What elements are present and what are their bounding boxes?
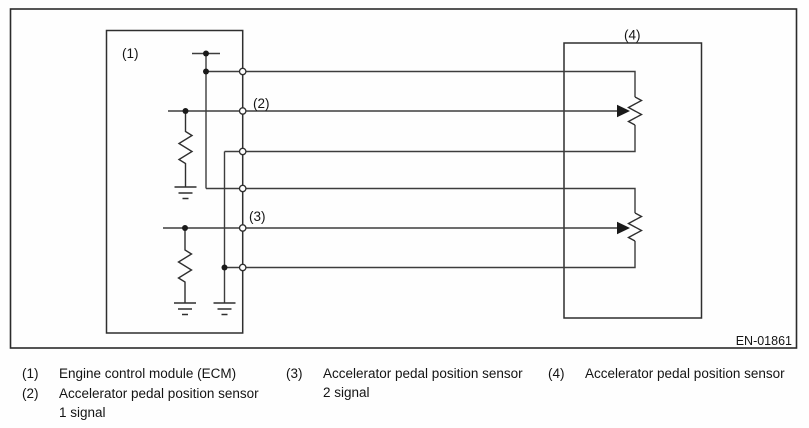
junction-dot xyxy=(182,225,188,231)
ecm-pin-6 xyxy=(238,263,247,272)
legend-item-1: (1) Engine control module (ECM) xyxy=(22,364,236,383)
ground-1-icon xyxy=(174,186,197,200)
circuit-diagram: (1) (2) (3) (4) EN-01861 xyxy=(9,8,798,349)
ecm-pin-1 xyxy=(238,67,247,76)
sensor-box xyxy=(563,42,703,319)
legend-line: Accelerator pedal position sensor xyxy=(323,366,523,381)
wire-return-pot1 xyxy=(224,125,636,153)
legend-line: 2 signal xyxy=(323,385,370,400)
ground-3-icon xyxy=(213,302,236,316)
ecm-pin-4 xyxy=(238,184,247,193)
callout-sensor: (4) xyxy=(624,28,641,43)
legend-item-4: (4) Accelerator pedal position sensor xyxy=(548,364,785,383)
legend-line: Engine control module (ECM) xyxy=(59,366,237,381)
wire-return-pot2 xyxy=(224,241,636,269)
figure-frame xyxy=(9,8,798,349)
potentiometer-2 xyxy=(627,212,643,242)
legend-text-2: Accelerator pedal position sensor 1 sign… xyxy=(59,384,259,422)
callout-signal-2: (3) xyxy=(249,209,266,224)
callout-ecm: (1) xyxy=(122,46,139,61)
legend-line: Accelerator pedal position sensor xyxy=(585,366,785,381)
resistor-2 xyxy=(177,228,193,303)
wiper-arrow-1-icon xyxy=(617,104,630,118)
legend-item-3: (3) Accelerator pedal position sensor 2 … xyxy=(286,364,523,402)
legend-line: Accelerator pedal position sensor xyxy=(59,386,259,401)
legend-ref-1: (1) xyxy=(22,366,39,381)
callout-signal-1: (2) xyxy=(253,96,270,111)
ecm-pin-2 xyxy=(238,107,247,115)
junction-dot xyxy=(221,264,228,271)
drawing-number: EN-01861 xyxy=(736,334,792,348)
legend-ref-3: (3) xyxy=(286,366,303,381)
legend-item-2: (2) Accelerator pedal position sensor 1 … xyxy=(22,384,259,422)
legend-ref-4: (4) xyxy=(548,366,565,381)
junction-dot xyxy=(203,50,209,57)
ecm-pin-5 xyxy=(238,224,247,232)
ground-2-icon xyxy=(174,302,196,316)
legend-text-3: Accelerator pedal position sensor 2 sign… xyxy=(323,364,523,402)
resistor-1 xyxy=(177,111,194,187)
wire-supply-pot1 xyxy=(206,70,636,97)
wire-supply-pot2 xyxy=(206,187,636,213)
junction-dot xyxy=(203,68,209,75)
potentiometer-1 xyxy=(627,96,643,126)
ecm-box xyxy=(105,29,244,334)
legend-ref-2: (2) xyxy=(22,386,39,401)
legend-line: 1 signal xyxy=(59,405,106,420)
legend-text-1: Engine control module (ECM) xyxy=(59,364,236,383)
ecm-pin-3 xyxy=(238,147,247,156)
legend-text-4: Accelerator pedal position sensor xyxy=(585,364,785,383)
wiper-arrow-2-icon xyxy=(617,221,630,235)
junction-dot xyxy=(182,108,189,114)
